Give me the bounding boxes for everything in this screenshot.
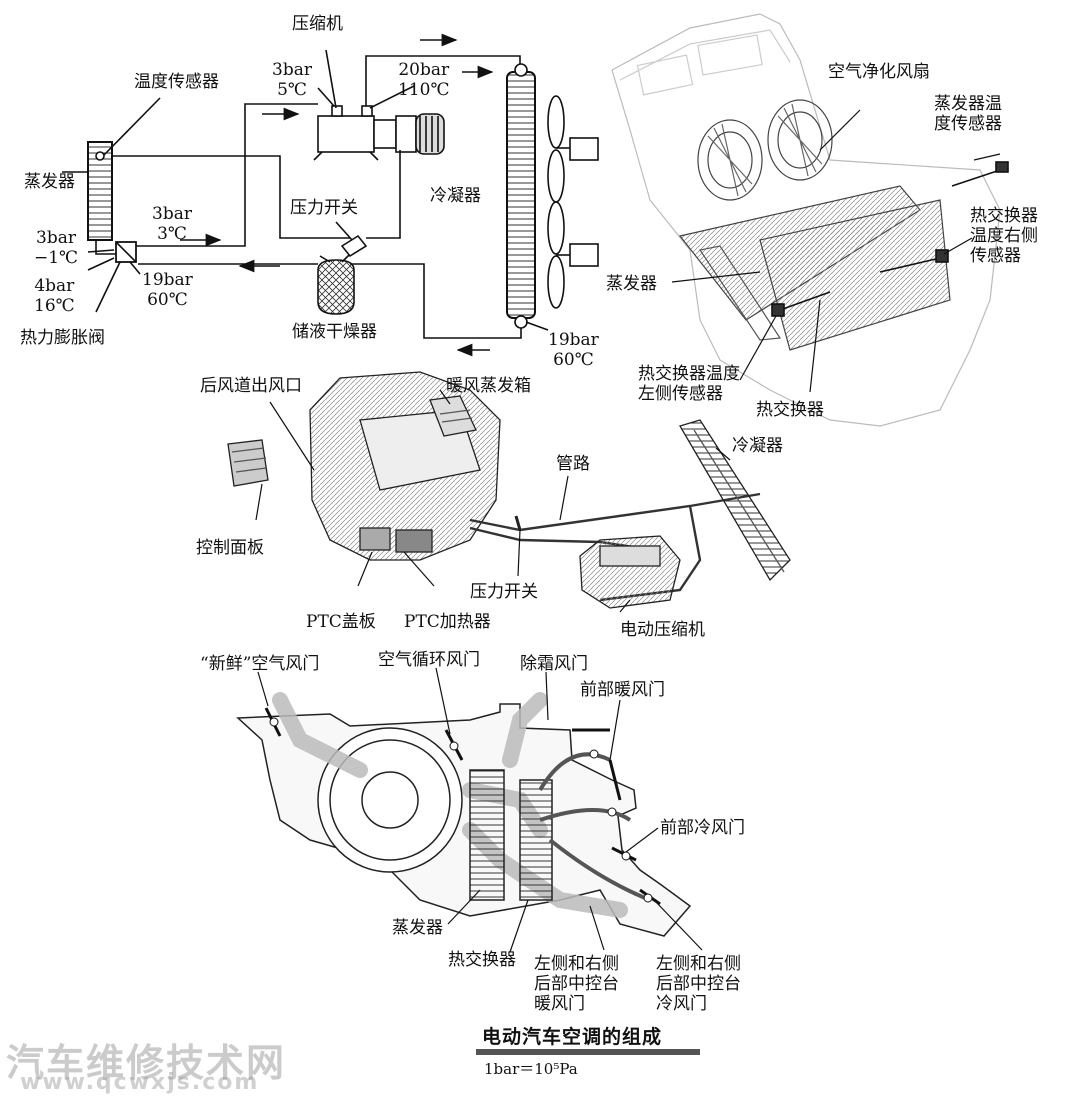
receiver-drier: [317, 253, 355, 315]
label-layout-condenser: 冷凝器: [732, 436, 783, 456]
system-layout-drawing: [227, 371, 791, 613]
airflow-evaporator: [469, 769, 505, 901]
airflow-heat-exchanger: [519, 779, 553, 901]
blower-scroll: [317, 727, 463, 873]
e-compressor-unit: [579, 535, 681, 609]
label-pressure-switch: 压力开关: [290, 198, 358, 218]
state-evap-outlet: 3bar 3℃: [152, 204, 192, 244]
pressure-switch: [340, 150, 401, 258]
state-valve-inlet: 4bar 16℃: [34, 276, 75, 316]
label-evap-temp-sensor: 蒸发器温 度传感器: [934, 94, 1002, 134]
label-rear-duct-outlet: 后风道出风口: [200, 376, 302, 396]
condenser-coil: [506, 63, 536, 329]
refrigerant-circuit: [62, 33, 599, 357]
hvac-module-drawing: [611, 13, 1009, 427]
label-expansion-valve: 热力膨胀阀: [20, 328, 105, 348]
expansion-valve: [95, 240, 137, 263]
control-panel-unit: [227, 439, 269, 487]
condenser-fans: [547, 95, 599, 309]
watermark-site-name: 汽车维修技术网: [6, 1041, 287, 1085]
label-front-warm-door: 前部暖风门: [580, 680, 665, 700]
label-blower: 空气净化风扇: [828, 62, 930, 82]
state-liquid-line: 19bar 60℃: [142, 270, 193, 310]
label-module-evaporator: 蒸发器: [606, 274, 657, 294]
label-compressor: 压缩机: [292, 14, 343, 34]
label-heat-exchanger: 热交换器: [756, 400, 824, 420]
state-compressor-inlet: 3bar 5℃: [272, 60, 312, 100]
label-airflow-heat-exchanger: 热交换器: [448, 950, 516, 970]
label-layout-pressure-switch: 压力开关: [470, 582, 538, 602]
label-airflow-evaporator: 蒸发器: [392, 918, 443, 938]
label-front-cold-door: 前部冷风门: [660, 818, 745, 838]
label-temp-sensor: 温度传感器: [134, 72, 219, 92]
label-heater-box: 暖风蒸发箱: [446, 376, 531, 396]
label-defrost-door: 除霜风门: [520, 654, 588, 674]
label-control-panel: 控制面板: [196, 538, 264, 558]
state-condenser-outlet: 19bar 60℃: [548, 330, 599, 370]
label-hx-left-sensor: 热交换器温度 左侧传感器: [638, 364, 740, 404]
heater-box-unit: [309, 371, 501, 561]
label-rear-warm-door: 左侧和右侧 后部中控台 暖风门: [534, 954, 619, 1014]
label-pipes: 管路: [556, 454, 590, 474]
caption-unit-note: 1bar＝10⁵Pa: [484, 1060, 578, 1078]
state-compressor-outlet: 20bar 110℃: [398, 60, 450, 100]
airflow-drawing: [236, 667, 703, 953]
label-e-compressor: 电动压缩机: [620, 620, 705, 640]
caption-title: 电动汽车空调的组成: [482, 1026, 663, 1048]
watermark-url: www.qcwxjs.com: [20, 1070, 260, 1095]
label-rear-cold-door: 左侧和右侧 后部中控台 冷风门: [656, 954, 741, 1014]
label-receiver-drier: 储液干燥器: [292, 322, 377, 342]
label-recirc-door: 空气循环风门: [378, 650, 480, 670]
label-ptc-heater: PTC加热器: [404, 612, 491, 632]
blower-wheels: [697, 99, 833, 201]
label-hx-right-sensor: 热交换器 温度右侧 传感器: [970, 206, 1038, 266]
compressor: [313, 105, 445, 161]
ptc-unit: [359, 527, 433, 553]
layout-condenser: [679, 419, 791, 582]
state-evap-inlet: 3bar −1℃: [34, 228, 79, 268]
label-ptc-cover: PTC盖板: [306, 612, 376, 632]
label-evaporator: 蒸发器: [24, 172, 75, 192]
label-fresh-air-door: “新鲜”空气风门: [200, 654, 320, 674]
label-condenser: 冷凝器: [430, 186, 481, 206]
